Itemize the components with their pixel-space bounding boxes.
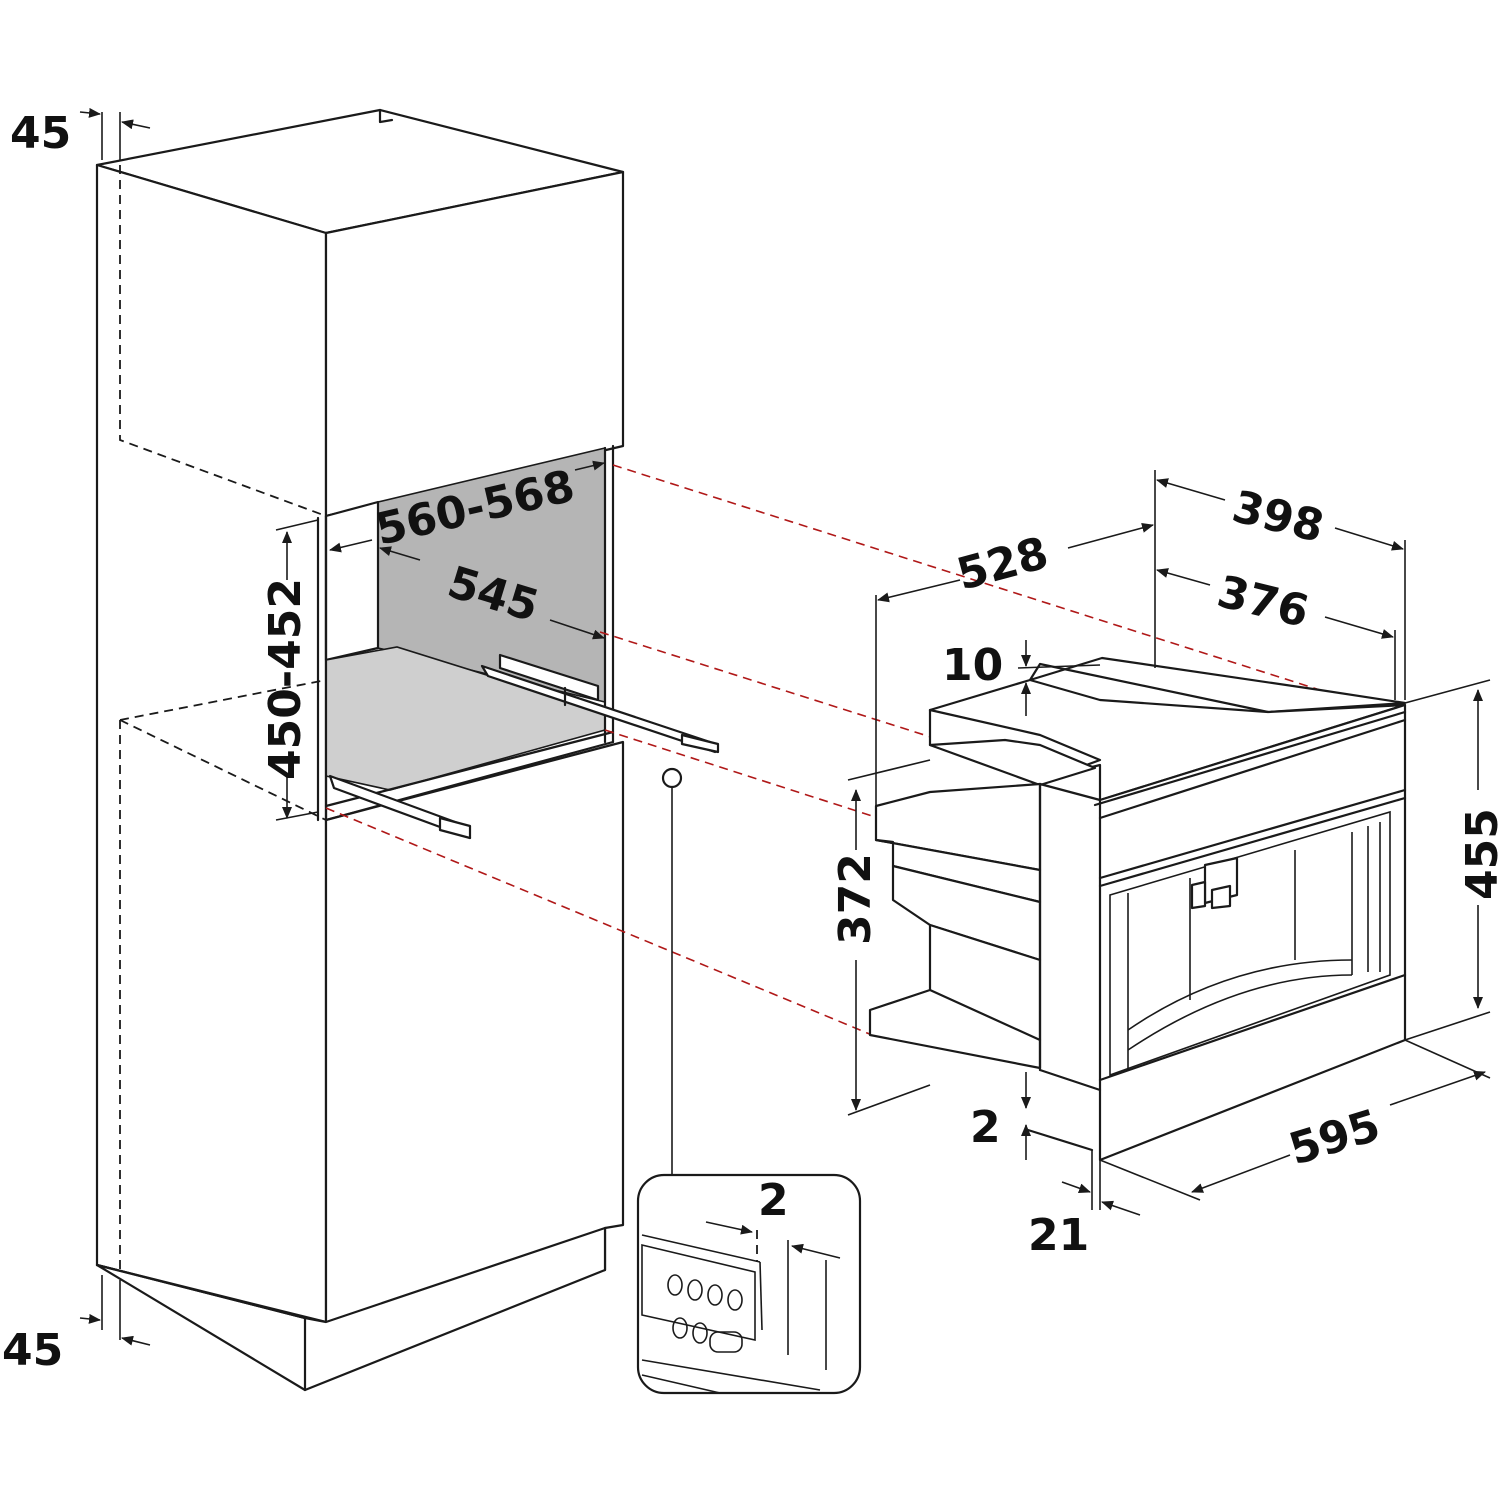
dim-niche-height: 450-452 [260, 578, 311, 780]
dim-appliance-body-height: 372 [830, 853, 881, 945]
tall-cabinet [95, 108, 625, 1392]
dim-appliance-top-width: 398 [1227, 481, 1328, 553]
dim-detail-gap: 2 [758, 1175, 789, 1226]
coffee-machine [868, 656, 1407, 1162]
dim-appliance-width: 595 [1283, 1100, 1386, 1176]
dim-cabinet-side-bottom: 45 [2, 1325, 63, 1376]
detail-holes [667, 1274, 743, 1353]
runner-rails [328, 653, 720, 840]
dim-appliance-inner-width: 376 [1212, 566, 1313, 638]
dim-appliance-gap: 2 [970, 1102, 1001, 1153]
dim-cabinet-side-top: 45 [10, 108, 71, 159]
dim-appliance-front-thickness: 21 [1028, 1210, 1089, 1261]
dimension-lines [79, 107, 1491, 1346]
dim-appliance-height: 455 [1457, 808, 1500, 900]
dim-appliance-top-step: 10 [942, 640, 1003, 691]
detail-callout [636, 767, 862, 1395]
dim-appliance-depth: 528 [952, 528, 1054, 601]
